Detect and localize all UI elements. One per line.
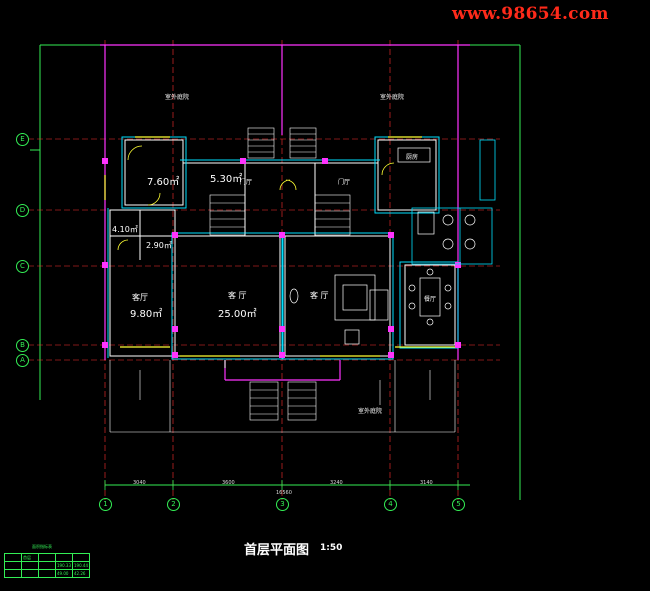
legend-cell (21, 561, 39, 570)
drawing-title: 首层平面图 (244, 543, 310, 558)
direction-arrows (139, 370, 431, 405)
room-area-label: 4.10㎡ (112, 225, 138, 234)
legend-cell (4, 569, 22, 578)
axis-marker: A (16, 354, 29, 367)
legend-cell: 42.26 (72, 569, 90, 578)
room-name-label: 厨房 (406, 154, 419, 161)
furniture (289, 147, 476, 345)
axis-marker: 5 (452, 498, 465, 511)
axis-marker: D (16, 204, 29, 217)
axis-marker: B (16, 339, 29, 352)
legend-cell (38, 569, 56, 578)
dimension-label: 3040 (133, 480, 146, 486)
room-name-label: 室外庭院 (380, 94, 405, 101)
courtyard-outline (109, 360, 456, 433)
room-name-label: 客 厅 (310, 291, 329, 300)
axis-marker: C (16, 260, 29, 273)
dimension-label: 3140 (420, 480, 433, 486)
room-area-label: 7.60㎡ (147, 177, 180, 188)
room-area-label: 9.80㎡ (130, 309, 163, 320)
dimension-ticks (104, 480, 459, 490)
legend-cell (38, 553, 56, 562)
room-name-label: 室外庭院 (165, 94, 190, 101)
room-name-label: 客厅 (132, 293, 148, 302)
drawing-scale: 1:50 (320, 543, 343, 553)
terrace (411, 139, 496, 265)
dimension-label: 3240 (330, 480, 343, 486)
room-name-label: 门厅 (240, 179, 253, 186)
columns (102, 158, 461, 358)
axis-marker: 2 (167, 498, 180, 511)
room-area-label: 25.00㎡ (218, 309, 257, 320)
legend-cell (4, 561, 22, 570)
area-legend-table: 面积指标表 首层 190.33 190.44 49.00 42.26 (4, 544, 90, 578)
legend-cell (21, 569, 39, 578)
room-name-label: 餐厅 (424, 296, 437, 303)
legend-cell (38, 561, 56, 570)
axis-marker: E (16, 133, 29, 146)
doors (117, 145, 395, 251)
legend-cell (4, 553, 22, 562)
legend-cell (72, 553, 90, 562)
axis-marker: 4 (384, 498, 397, 511)
room-name-label: 室外庭院 (358, 408, 383, 415)
legend-cell: 190.33 (55, 561, 73, 570)
walls (109, 139, 456, 368)
windows (104, 136, 455, 357)
legend-cell: 190.44 (72, 561, 90, 570)
axis-marker: 1 (99, 498, 112, 511)
room-area-label: 5.30㎡ (210, 174, 243, 185)
legend-caption: 面积指标表 (32, 544, 52, 549)
axis-marker: 3 (276, 498, 289, 511)
stairs (209, 127, 351, 421)
legend-cell: 49.00 (55, 569, 73, 578)
axis-grid (28, 40, 500, 500)
legend-cell: 首层 (21, 553, 39, 562)
dimension-total-label: 16560 (276, 490, 292, 496)
room-name-label: 客 厅 (228, 291, 247, 300)
room-name-label: 门厅 (338, 179, 351, 186)
watermark-url: www.98654.com (452, 4, 609, 24)
dimension-label: 3600 (222, 480, 235, 486)
room-area-label: 2.90㎡ (146, 241, 172, 250)
legend-cell (55, 553, 73, 562)
